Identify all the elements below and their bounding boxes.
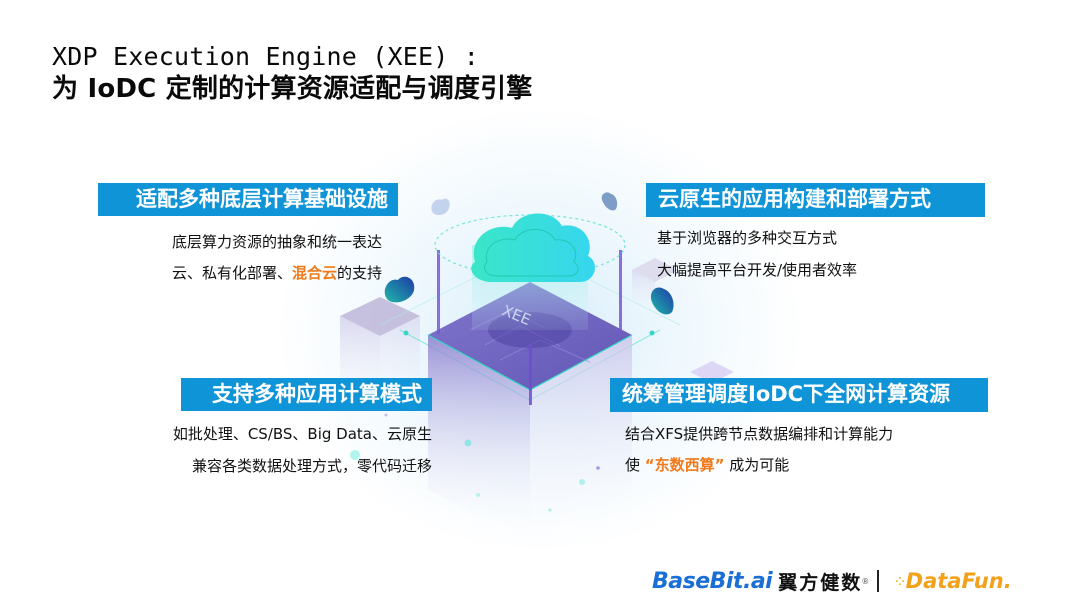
feature-4-line-1: 结合XFS提供跨节点数据编排和计算能力 bbox=[625, 425, 894, 443]
footer-logos: BaseBit.ai 翼方健数 ® ⁘ DataFun. bbox=[652, 566, 1012, 596]
highlight-hybrid-cloud: 混合云 bbox=[291, 264, 337, 282]
feature-1-line-1: 底层算力资源的抽象和统一表达 bbox=[171, 233, 382, 251]
feature-heading-compute-modes: 支持多种应用计算模式 bbox=[181, 378, 432, 411]
title-line-2: 为 IoDC 定制的计算资源适配与调度引擎 bbox=[52, 74, 533, 104]
feature-2-line-1: 基于浏览器的多种交互方式 bbox=[657, 229, 838, 247]
feature-heading-infrastructure: 适配多种底层计算基础设施 bbox=[98, 183, 398, 216]
feature-2-line-2: 大幅提高平台开发/使用者效率 bbox=[657, 261, 858, 279]
registered-mark: ® bbox=[861, 576, 870, 586]
feature-1-line-2: 云、私有化部署、混合云的支持 bbox=[171, 264, 382, 282]
datafun-logo: DataFun. bbox=[905, 569, 1012, 593]
datafun-dots-icon: ⁘ bbox=[893, 571, 907, 591]
feature-3-line-2: 兼容各类数据处理方式，零代码迁移 bbox=[191, 457, 432, 475]
highlight-east-data-west-compute: “东数西算” bbox=[644, 456, 725, 474]
basebit-chinese-name: 翼方健数 bbox=[778, 571, 863, 594]
logo-divider bbox=[877, 570, 880, 592]
feature-3-line-1: 如批处理、CS/BS、Big Data、云原生 bbox=[172, 425, 432, 443]
feature-heading-cloud-native: 云原生的应用构建和部署方式 bbox=[646, 183, 985, 217]
feature-heading-scheduling: 统筹管理调度IoDC下全网计算资源 bbox=[610, 378, 988, 412]
basebit-logo: BaseBit.ai bbox=[652, 568, 773, 594]
feature-4-line-2: 使 “东数西算” 成为可能 bbox=[625, 456, 790, 474]
slide-title: XDP Execution Engine (XEE) : 为 IoDC 定制的计… bbox=[52, 40, 533, 106]
title-line-1: XDP Execution Engine (XEE) : bbox=[52, 42, 480, 71]
